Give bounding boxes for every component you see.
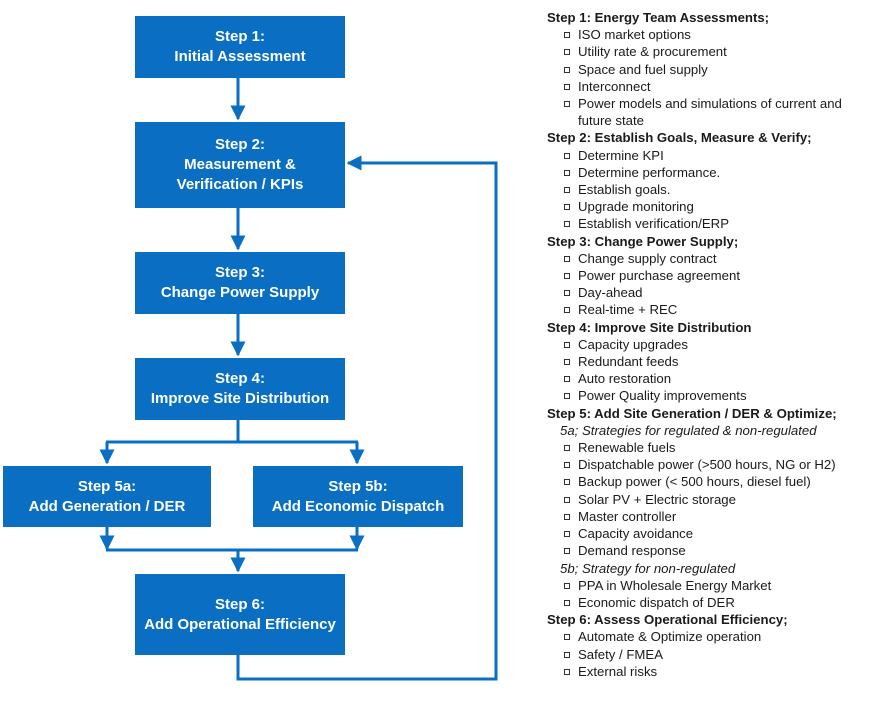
bullet-item: Auto restoration xyxy=(547,370,867,387)
bullet-item: Safety / FMEA xyxy=(547,646,867,663)
step6-number: Step 6: xyxy=(214,595,265,613)
step6-label: Add Operational Efficiency xyxy=(144,615,336,633)
bullet-item: Capacity upgrades xyxy=(547,336,867,353)
section-title: Step 1: Energy Team Assessments; xyxy=(547,10,770,25)
bullet-item: Dispatchable power (>500 hours, NG or H2… xyxy=(547,456,867,473)
step3-label: Change Power Supply xyxy=(160,284,320,301)
step4-box: Step 4: Improve Site Distribution xyxy=(135,358,345,420)
bullet-item: Real-time + REC xyxy=(547,301,867,318)
feedback-loop-arrow xyxy=(236,155,498,681)
strategy-subtitle: 5a; Strategies for regulated & non-regul… xyxy=(560,422,817,438)
step5a-number: Step 5a: xyxy=(77,477,137,495)
bullet-item: Solar PV + Electric storage xyxy=(547,491,867,508)
step2-box: Step 2: Measurement & Verification / KPI… xyxy=(135,122,345,208)
strategy-subtitle: 5b; Strategy for non-regulated xyxy=(560,560,736,576)
step5b-box: Step 5b: Add Economic Dispatch xyxy=(253,466,463,527)
step3-box: Step 3: Change Power Supply xyxy=(135,252,345,314)
bullet-item: Economic dispatch of DER xyxy=(547,594,867,611)
bullet-item: ISO market options xyxy=(547,26,867,43)
step4-label: Improve Site Distribution xyxy=(150,390,330,407)
step1-label: Initial Assessment xyxy=(174,48,306,65)
step2-label-line2: Verification / KPIs xyxy=(176,176,304,193)
section-title: Step 3: Change Power Supply; xyxy=(547,233,739,249)
bullet-item: Power Quality improvements xyxy=(547,387,867,404)
step5a-box: Step 5a: Add Generation / DER xyxy=(3,466,211,527)
bullet-item: Renewable fuels xyxy=(547,439,867,456)
bullet-item: Master controller xyxy=(547,508,867,525)
bullet-item: Redundant feeds xyxy=(547,353,867,370)
bullet-item: Change supply contract xyxy=(547,250,867,267)
bullet-item: External risks xyxy=(547,663,867,680)
bullet-item: PPA in Wholesale Energy Market xyxy=(547,577,867,594)
step2-number: Step 2: xyxy=(214,136,265,153)
step1-box: Step 1: Initial Assessment xyxy=(135,16,345,78)
step6-box: Step 6: Add Operational Efficiency xyxy=(135,574,345,655)
bullet-item: Establish verification/ERP xyxy=(547,215,867,232)
step1-number: Step 1: xyxy=(214,28,265,45)
bullet-item: Backup power (< 500 hours, diesel fuel) xyxy=(547,473,867,490)
bullet-item: Utility rate & procurement xyxy=(547,43,867,60)
bullet-item: Automate & Optimize operation xyxy=(547,628,867,645)
bullet-item: Interconnect xyxy=(547,78,867,95)
details-panel: Step 1: Energy Team Assessments;ISO mark… xyxy=(547,9,867,680)
bullet-item: Day-ahead xyxy=(547,284,867,301)
step5b-label: Add Economic Dispatch xyxy=(271,497,445,515)
bullet-item: Power purchase agreement xyxy=(547,267,867,284)
section-title: Step 6: Assess Operational Efficiency; xyxy=(547,612,788,628)
step5b-number: Step 5b: xyxy=(328,477,388,495)
section-title: Step 4: Improve Site Distribution xyxy=(547,319,752,335)
bullet-item: Power models and simulations of current … xyxy=(547,95,867,129)
step4-number: Step 4: xyxy=(214,370,265,387)
step3-number: Step 3: xyxy=(214,264,265,281)
step2-label-line1: Measurement & xyxy=(184,156,296,173)
step5a-label: Add Generation / DER xyxy=(28,497,186,515)
bullet-item: Determine performance. xyxy=(547,164,867,181)
bullet-item: Determine KPI xyxy=(547,147,867,164)
bullet-item: Space and fuel supply xyxy=(547,61,867,78)
section-title: Step 5: Add Site Generation / DER & Opti… xyxy=(547,405,837,421)
bullet-item: Demand response xyxy=(547,542,867,559)
bullet-item: Upgrade monitoring xyxy=(547,198,867,215)
bullet-item: Capacity avoidance xyxy=(547,525,867,542)
bullet-item: Establish goals. xyxy=(547,181,867,198)
section-title: Step 2: Establish Goals, Measure & Verif… xyxy=(547,130,812,146)
